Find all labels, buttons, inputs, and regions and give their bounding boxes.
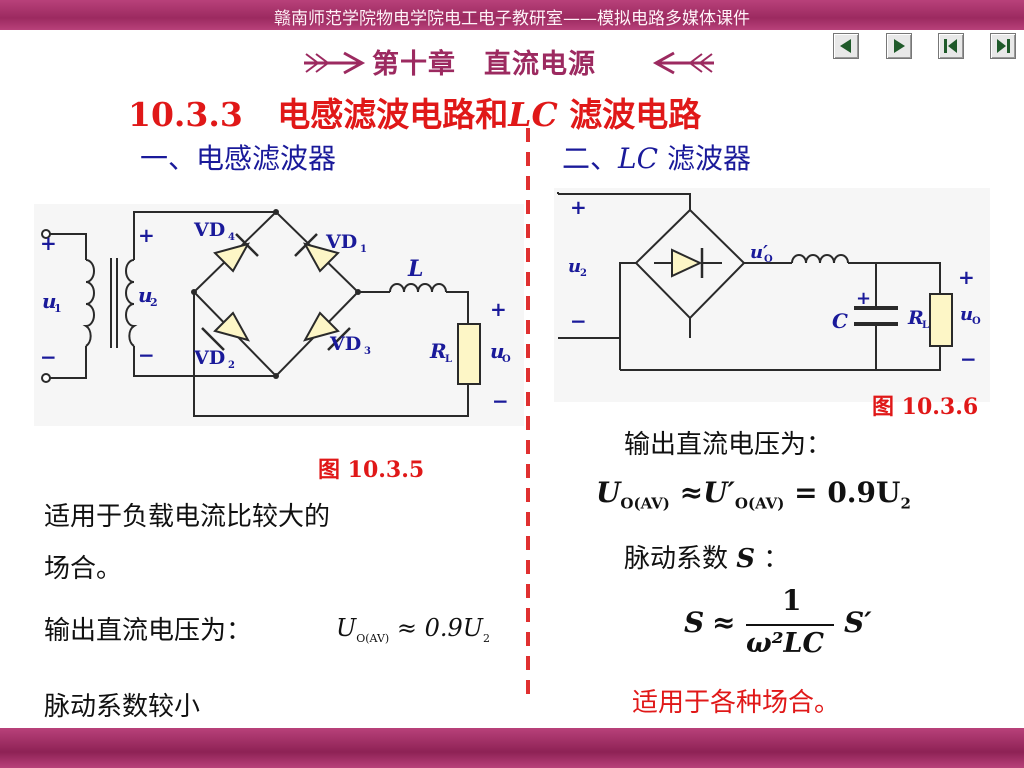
prev-slide-button[interactable] bbox=[833, 33, 859, 59]
vd3-sub: 3 bbox=[364, 346, 371, 357]
first-page-icon bbox=[944, 39, 957, 53]
right-f2-S: S bbox=[684, 606, 705, 639]
right-f1-sub2: 2 bbox=[900, 494, 911, 513]
vd1-label: VD bbox=[325, 231, 357, 253]
left-output-voltage-label: 输出直流电压为： bbox=[44, 616, 253, 646]
footer-bar bbox=[0, 728, 1024, 768]
right-f1-Uprime: U′ bbox=[703, 476, 735, 509]
chapter-title: 第十章 直流电源 bbox=[372, 49, 596, 80]
inductor-label: L bbox=[407, 256, 423, 282]
section-number: 10.3.3 bbox=[128, 95, 243, 134]
vd4-label: VD bbox=[193, 219, 225, 241]
left-formula-sub2: 2 bbox=[482, 631, 490, 645]
vd2-label: VD bbox=[193, 347, 225, 369]
u1-minus: − bbox=[40, 345, 57, 369]
right-arrow-ornament-icon bbox=[652, 51, 714, 75]
left-formula-U: U bbox=[336, 614, 357, 642]
section-title: 10.3.3 电感滤波电路和LC 滤波电路 bbox=[128, 88, 701, 136]
left-formula-val: 0.9U bbox=[424, 614, 483, 642]
lc-uo-sub: O bbox=[972, 316, 981, 327]
right-subtitle: 二、LC 滤波器 bbox=[562, 137, 751, 177]
uo-prime-label: u′ bbox=[750, 242, 768, 263]
header-banner: 赣南师范学院物电学院电工电子教研室——模拟电路多媒体课件 bbox=[0, 0, 1024, 30]
inductor-filter-circuit: + − u 1 + − u 2 VD 4 VD 1 VD 3 VD 2 L R … bbox=[34, 204, 524, 426]
u2-minus: − bbox=[138, 343, 155, 367]
uo-minus: − bbox=[492, 389, 509, 413]
right-f1-U: U bbox=[596, 476, 621, 509]
lc-u2-minus: − bbox=[570, 309, 587, 333]
left-formula-sub: O(AV) bbox=[356, 631, 390, 645]
uo-sub: O bbox=[502, 354, 511, 365]
rl-sub: L bbox=[445, 354, 452, 365]
u2-sub: 2 bbox=[150, 296, 158, 309]
right-f1-approx: ≈ bbox=[679, 476, 704, 509]
vd2-sub: 2 bbox=[228, 360, 235, 371]
uo-prime-sub: O bbox=[764, 254, 773, 265]
left-arrow-ornament-icon bbox=[304, 51, 366, 75]
lc-uo-label: u bbox=[960, 304, 973, 325]
right-subtitle-suffix: 滤波器 bbox=[658, 142, 751, 175]
next-triangle-icon bbox=[894, 39, 905, 53]
u1-plus: + bbox=[40, 231, 57, 255]
right-output-voltage-label: 输出直流电压为： bbox=[624, 430, 833, 460]
right-ripple-prefix: 脉动系数 bbox=[624, 544, 737, 574]
right-f2-den: ω²LC bbox=[746, 628, 825, 659]
u2-label: u bbox=[138, 283, 153, 307]
next-slide-button[interactable] bbox=[886, 33, 912, 59]
u2-plus: + bbox=[138, 223, 155, 247]
left-ripple-text: 脉动系数较小 bbox=[44, 692, 201, 722]
figure-caption-10-3-5: 图 10.3.5 bbox=[318, 457, 425, 483]
right-ripple-label: 脉动系数 S ： bbox=[624, 538, 789, 575]
right-f1-sub-p: O(AV) bbox=[734, 494, 785, 513]
right-applicability-text: 适用于各种场合。 bbox=[632, 688, 841, 718]
section-title-lc: LC bbox=[508, 95, 558, 134]
vd3-label: VD bbox=[329, 333, 361, 355]
prev-triangle-icon bbox=[840, 39, 851, 53]
lc-rl-label: R bbox=[907, 307, 924, 329]
vd4-sub: 4 bbox=[228, 232, 235, 243]
last-page-icon bbox=[997, 39, 1010, 53]
right-f2-approx: ≈ bbox=[712, 606, 736, 639]
right-f2-Sprime: S′ bbox=[844, 606, 872, 639]
fraction-bar bbox=[746, 624, 834, 626]
left-subtitle: 一、电感滤波器 bbox=[140, 142, 337, 175]
lc-filter-circuit: + u 2 − u′ O + C R L + u O − bbox=[554, 188, 990, 402]
u1-label: u bbox=[42, 289, 57, 313]
right-subtitle-lc: LC bbox=[618, 142, 659, 175]
uo-label: u bbox=[490, 339, 505, 363]
lc-u2-label: u bbox=[568, 256, 581, 277]
vd1-sub: 1 bbox=[360, 244, 367, 255]
banner-text: 赣南师范学院物电学院电工电子教研室——模拟电路多媒体课件 bbox=[274, 9, 750, 29]
right-f2-num: 1 bbox=[782, 584, 802, 617]
last-slide-button[interactable] bbox=[990, 33, 1016, 59]
uo-plus: + bbox=[490, 297, 507, 321]
figure-caption-10-3-6: 图 10.3.6 bbox=[872, 394, 979, 420]
right-f1-eq: = 0.9U bbox=[794, 476, 901, 509]
right-output-formula: UO(AV) ≈U′O(AV) = 0.9U2 bbox=[596, 476, 911, 513]
right-ripple-suffix: ： bbox=[755, 544, 790, 574]
left-output-formula: UO(AV) ≈ 0.9U2 bbox=[336, 614, 490, 645]
capacitor-label: C bbox=[832, 309, 848, 333]
right-ripple-S: S bbox=[736, 544, 756, 574]
left-text-line2: 场合。 bbox=[44, 554, 123, 584]
u1-sub: 1 bbox=[54, 302, 62, 315]
column-divider bbox=[526, 128, 530, 700]
right-ripple-formula: S ≈ 1 ω²LC S′ bbox=[684, 584, 904, 668]
section-title-prefix: 电感滤波电路和 bbox=[277, 95, 509, 134]
lc-uo-minus: − bbox=[960, 347, 977, 371]
left-text-line1: 适用于负载电流比较大的 bbox=[44, 502, 331, 532]
section-title-suffix: 滤波电路 bbox=[569, 95, 702, 134]
lc-rl-sub: L bbox=[922, 320, 929, 331]
chapter-heading: 第十章 直流电源 bbox=[300, 40, 720, 80]
left-formula-approx: ≈ bbox=[396, 614, 417, 642]
right-f1-sub: O(AV) bbox=[620, 494, 670, 513]
lc-u2-plus: + bbox=[570, 195, 587, 219]
rl-label: R bbox=[429, 339, 447, 363]
first-slide-button[interactable] bbox=[938, 33, 964, 59]
lc-uo-plus: + bbox=[958, 265, 975, 289]
cap-plus: + bbox=[856, 288, 871, 309]
right-subtitle-prefix: 二、 bbox=[562, 142, 619, 175]
lc-u2-sub: 2 bbox=[580, 268, 587, 279]
